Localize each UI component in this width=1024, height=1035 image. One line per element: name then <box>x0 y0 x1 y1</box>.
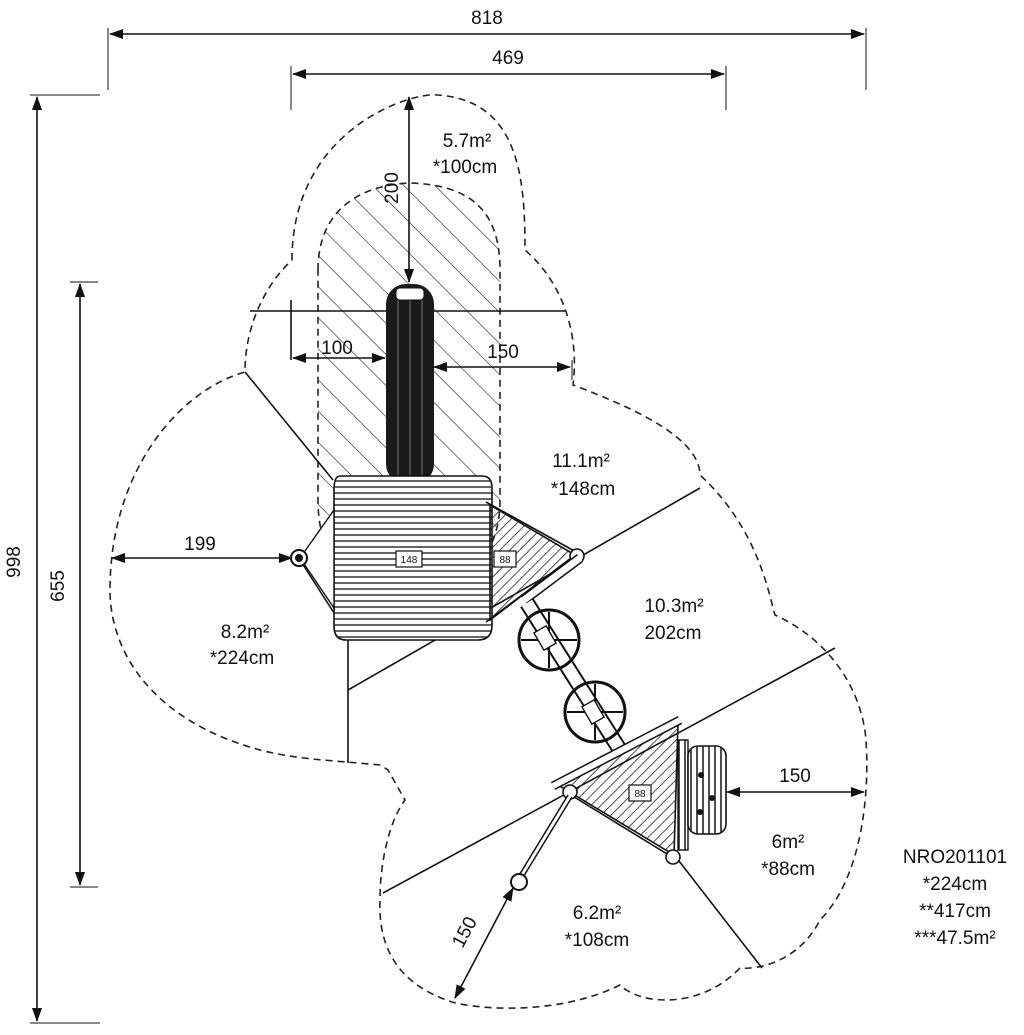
inner-width-label: 469 <box>492 48 524 69</box>
zone-label-middle: 10.3m² 202cm <box>644 596 703 644</box>
bottom-clearance-dimension: 150 <box>448 887 514 999</box>
left-clearance-label: 199 <box>184 534 216 555</box>
inner-width-dimension: 469 <box>290 48 727 110</box>
inner-height-dimension: 655 <box>48 281 98 888</box>
svg-text:202cm: 202cm <box>644 623 701 644</box>
lower-platform <box>550 716 689 865</box>
overall-width-dimension: 818 <box>107 8 867 90</box>
svg-text:*148cm: *148cm <box>551 479 615 500</box>
svg-text:88: 88 <box>499 555 511 566</box>
total-height: **417cm <box>919 901 991 922</box>
lower-platform-badge: 88 <box>628 784 652 802</box>
zone-label-top: 5.7m² *100cm <box>433 131 497 178</box>
svg-text:6.2m²: 6.2m² <box>573 903 622 924</box>
slide-depth-label: 200 <box>382 172 403 204</box>
zone-label-right: 6m² *88cm <box>761 832 815 880</box>
free-fall-height: *224cm <box>923 874 987 895</box>
svg-text:5.7m²: 5.7m² <box>443 131 492 152</box>
svg-text:11.1m²: 11.1m² <box>552 451 610 472</box>
svg-text:*100cm: *100cm <box>433 157 497 178</box>
svg-text:8.2m²: 8.2m² <box>221 622 270 643</box>
zone-label-left: 8.2m² *224cm <box>210 622 274 669</box>
safety-zone-outline <box>109 94 868 1009</box>
total-area: ***47.5m² <box>914 928 995 949</box>
svg-text:6m²: 6m² <box>772 832 805 853</box>
overall-height-label: 998 <box>4 546 25 578</box>
svg-text:10.3m²: 10.3m² <box>644 596 703 617</box>
product-info: NRO201101 *224cm **417cm ***47.5m² <box>903 847 1007 949</box>
slide-right-dimension: 150 <box>433 342 573 380</box>
left-clearance-dimension: 199 <box>111 534 293 563</box>
right-clearance-dimension: 150 <box>726 766 865 797</box>
tube-slide <box>386 284 434 484</box>
slide-depth-dimension: 200 <box>382 96 414 283</box>
main-platform-badge: 148 <box>395 550 423 568</box>
svg-text:88: 88 <box>634 789 646 800</box>
bottom-clearance-label: 150 <box>448 913 481 951</box>
rope-pole <box>510 794 573 891</box>
zone-label-upper-right: 11.1m² *148cm <box>551 451 615 500</box>
wheel-bridge <box>517 554 627 755</box>
zone-label-bottom: 6.2m² *108cm <box>565 903 629 951</box>
slide-left-label: 100 <box>321 338 353 359</box>
svg-text:*108cm: *108cm <box>565 930 629 951</box>
climbing-wall <box>687 745 727 835</box>
product-code: NRO201101 <box>903 847 1007 868</box>
side-platform-badge: 88 <box>493 550 517 568</box>
overall-width-label: 818 <box>471 8 503 29</box>
overall-height-dimension: 998 <box>4 94 100 1024</box>
right-clearance-label: 150 <box>779 766 811 787</box>
inner-height-label: 655 <box>48 570 69 602</box>
slide-right-label: 150 <box>487 342 519 363</box>
svg-text:*224cm: *224cm <box>210 648 274 669</box>
svg-text:148: 148 <box>401 555 418 566</box>
slide-left-dimension: 100 <box>292 338 386 363</box>
svg-text:*88cm: *88cm <box>761 859 815 880</box>
